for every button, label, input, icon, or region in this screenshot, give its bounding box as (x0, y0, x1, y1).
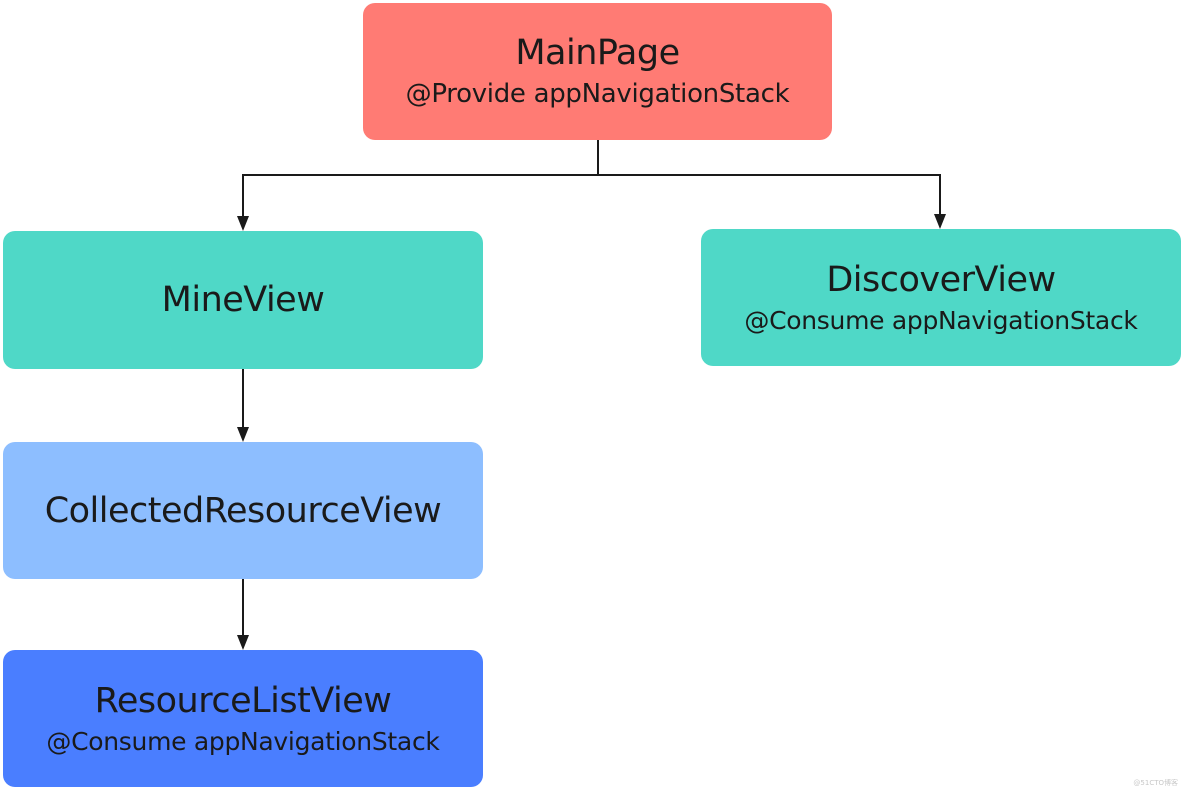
arrowhead-mineview (237, 216, 249, 231)
node-mainpage-subtitle: @Provide appNavigationStack (405, 79, 790, 110)
node-discoverview-subtitle: @Consume appNavigationStack (744, 305, 1138, 335)
node-discoverview-title: DiscoverView (826, 259, 1056, 300)
node-discoverview: DiscoverView @Consume appNavigationStack (701, 229, 1181, 366)
node-mainpage: MainPage @Provide appNavigationStack (363, 3, 832, 140)
arrowhead-collected (237, 427, 249, 442)
node-mainpage-title: MainPage (515, 33, 680, 74)
node-resourcelistview-subtitle: @Consume appNavigationStack (46, 726, 440, 756)
connector-mainpage-branches (242, 140, 941, 176)
arrowhead-resourcelist (237, 635, 249, 650)
node-mineview-title: MineView (161, 280, 325, 320)
node-collectedresourceview-title: CollectedResourceView (44, 490, 442, 531)
arrowhead-discoverview (934, 214, 946, 229)
node-mineview: MineView (3, 231, 483, 369)
watermark: @51CTO博客 (1133, 779, 1178, 787)
node-resourcelistview-title: ResourceListView (94, 680, 392, 721)
node-resourcelistview: ResourceListView @Consume appNavigationS… (3, 650, 483, 787)
node-collectedresourceview: CollectedResourceView (3, 442, 483, 579)
